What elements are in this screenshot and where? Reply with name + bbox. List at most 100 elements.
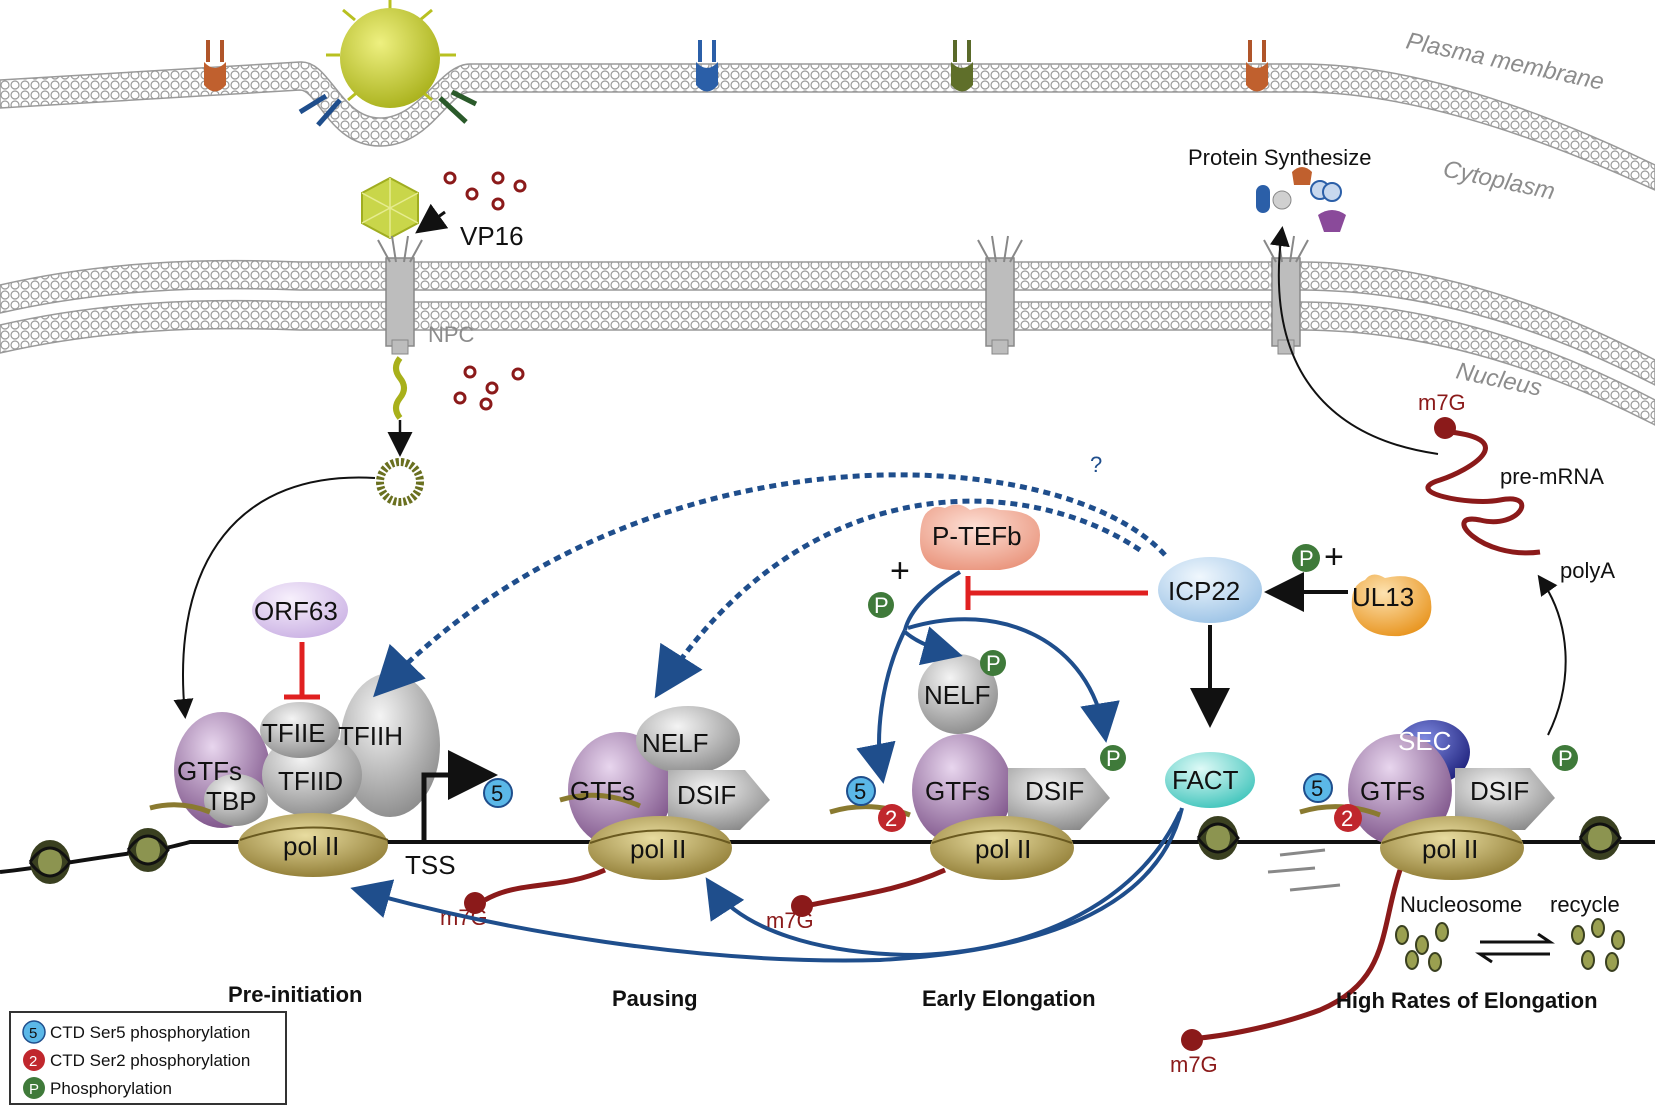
nuclear-pore-icon bbox=[977, 235, 1023, 355]
pol2-label: pol II bbox=[630, 834, 686, 864]
fact-to-preinit-arrow bbox=[350, 807, 1184, 963]
stage-high-rates-label: High Rates of Elongation bbox=[1336, 988, 1598, 1013]
virus-icon bbox=[298, 0, 478, 127]
ser2-badge-label: 2 bbox=[1341, 806, 1353, 831]
phospho-badge bbox=[1552, 745, 1578, 771]
legend-label: CTD Ser5 phosphorylation bbox=[50, 1023, 250, 1042]
pre-mrna-label: pre-mRNA bbox=[1500, 464, 1604, 489]
receptor-icon bbox=[204, 40, 226, 92]
nelf-blob bbox=[918, 654, 998, 734]
gtfs-label: GTFs bbox=[570, 776, 635, 806]
cytoplasm-label: Cytoplasm bbox=[1441, 155, 1558, 205]
nucleosome-icon bbox=[1196, 816, 1240, 860]
equilibrium-arrows-icon bbox=[1475, 932, 1555, 964]
ptefb-label: P-TEFb bbox=[932, 521, 1022, 551]
dsif-label: DSIF bbox=[1470, 776, 1529, 806]
motion-lines-icon bbox=[1267, 848, 1341, 892]
pol2-label: pol II bbox=[283, 831, 339, 861]
question-label: ? bbox=[1090, 452, 1102, 477]
phospho-badge bbox=[868, 592, 894, 618]
legend-symbol: 5 bbox=[29, 1025, 37, 1042]
protein-synthesize-label: Protein Synthesize bbox=[1188, 145, 1371, 170]
ul13-label: UL13 bbox=[1352, 582, 1414, 612]
phospho-badge bbox=[1292, 544, 1320, 572]
circular-viral-genome-icon bbox=[376, 458, 424, 506]
nelf-label: NELF bbox=[642, 728, 708, 758]
icp22-dotted-arrow-pausing bbox=[654, 498, 1142, 699]
phospho-badge-label: P bbox=[874, 593, 889, 618]
ser5-badge bbox=[1303, 773, 1333, 803]
orf63-label: ORF63 bbox=[254, 596, 338, 626]
export-arrow bbox=[1269, 226, 1439, 455]
phospho-badge-label: P bbox=[1558, 746, 1573, 771]
ser2-badge bbox=[1334, 804, 1362, 832]
nucleosome-icon bbox=[28, 840, 72, 884]
dsif-label: DSIF bbox=[1025, 776, 1084, 806]
ul13-blob bbox=[1351, 574, 1432, 637]
viral-dna-strand bbox=[393, 356, 407, 420]
ser2-badge bbox=[878, 804, 906, 832]
npc-label: NPC bbox=[428, 322, 475, 347]
tfiih-label: TFIIH bbox=[338, 721, 403, 751]
stage-pausing-label: Pausing bbox=[612, 986, 698, 1011]
vp16-dots bbox=[443, 171, 527, 411]
sec-label: SEC bbox=[1398, 726, 1451, 756]
tbp-blob bbox=[204, 774, 268, 826]
nelf-label: NELF bbox=[924, 680, 990, 710]
pre-initiation-complex: GTFs TFIIE TFIIH TFIID TBP pol II bbox=[149, 673, 440, 877]
phospho-badge-label: P bbox=[986, 651, 1001, 676]
fact-blob bbox=[1165, 752, 1255, 808]
m7g-label: m7G bbox=[1170, 1052, 1218, 1077]
pol2-label: pol II bbox=[1422, 834, 1478, 864]
polya-label: polyA bbox=[1560, 558, 1615, 583]
plus-label: + bbox=[1324, 538, 1344, 576]
gtfs-label: GTFs bbox=[925, 776, 990, 806]
ptefb-to-ser2-arrow bbox=[856, 629, 907, 784]
phospho-badge bbox=[1100, 745, 1126, 771]
ser5-badge-label: 5 bbox=[1311, 776, 1323, 801]
orf63-blob bbox=[252, 582, 348, 638]
ser5-badge-label: 5 bbox=[491, 781, 503, 806]
nuclear-pore-icon bbox=[377, 235, 423, 355]
tfiid-label: TFIID bbox=[278, 766, 343, 796]
legend-item: P Phosphorylation bbox=[23, 1077, 172, 1099]
plus-label: + bbox=[890, 552, 910, 590]
synthesized-proteins-icon bbox=[1256, 167, 1346, 232]
vp16-label: VP16 bbox=[460, 221, 524, 251]
tss-label: TSS bbox=[405, 850, 456, 880]
phospho-badge-label: P bbox=[1299, 546, 1314, 571]
m7g-cap-icon bbox=[1434, 417, 1456, 439]
nucleosome-icon bbox=[1578, 816, 1622, 860]
ptefb-blob bbox=[920, 504, 1040, 570]
pol2-blob bbox=[238, 813, 388, 877]
legend-symbol: 2 bbox=[29, 1053, 37, 1070]
mrna-processing-arrow bbox=[1537, 574, 1567, 736]
tfiih-blob bbox=[340, 673, 440, 817]
tfiie-label: TFIIE bbox=[262, 718, 326, 748]
receptor-icon bbox=[1246, 40, 1268, 92]
phospho-badge bbox=[980, 650, 1006, 676]
receptor-icon bbox=[696, 40, 718, 92]
ptefb-to-dsif-arrow bbox=[907, 617, 1120, 743]
legend-item: 2 CTD Ser2 phosphorylation bbox=[23, 1049, 250, 1071]
icp22-blob bbox=[1158, 557, 1262, 623]
legend-item: 5 CTD Ser5 phosphorylation bbox=[22, 1020, 250, 1044]
ser5-badge-label: 5 bbox=[854, 779, 866, 804]
legend-label: Phosphorylation bbox=[50, 1079, 172, 1098]
ptefb-flow bbox=[903, 570, 962, 631]
genome-to-promoter-arrow bbox=[173, 476, 376, 719]
tfiie-blob bbox=[260, 702, 340, 758]
nucleosome-icon bbox=[126, 828, 170, 872]
nuclear-envelope bbox=[0, 259, 1655, 426]
histone-particles-icon bbox=[1395, 918, 1625, 972]
orf63-inhibit-icon bbox=[284, 642, 320, 700]
tss-arrow bbox=[421, 750, 498, 842]
icp22-label: ICP22 bbox=[1168, 576, 1240, 606]
fact-to-pausing-arrow bbox=[705, 811, 1182, 958]
icp22-inhibit-ptefb-icon bbox=[965, 576, 1148, 610]
nucleosome-label: Nucleosome bbox=[1400, 892, 1522, 917]
early-elongation-complex: GTFs DSIF pol II m7G bbox=[766, 734, 1110, 933]
m7g-label: m7G bbox=[1418, 390, 1466, 415]
ptefb-to-nelf-arrow bbox=[903, 626, 963, 666]
